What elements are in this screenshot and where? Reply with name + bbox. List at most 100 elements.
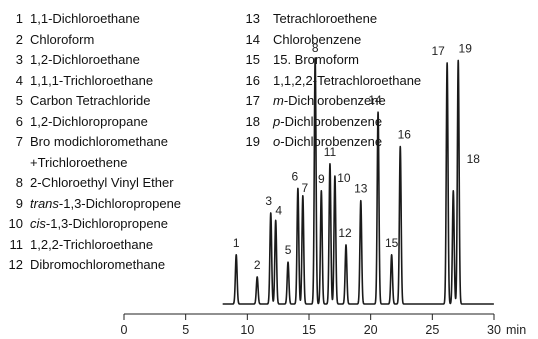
legend-compound-name: Dibromochloromethane: [30, 255, 165, 276]
legend-number: 14: [245, 31, 260, 47]
x-axis-tick-label: 0: [121, 323, 128, 337]
legend-compound-name: Tetrachloroethene: [273, 9, 377, 30]
peak-label: 12: [338, 226, 352, 240]
legend-item: 1 1,1-Dichloroethane: [5, 9, 181, 30]
legend-compound-name: Chlorobenzene: [273, 30, 361, 51]
legend-name-part: -Dichlorobenzene: [283, 93, 386, 108]
legend-item: 4 1,1,1-Trichloroethane: [5, 71, 181, 92]
legend-name-part: 1,1,1-Trichloroethane: [30, 72, 154, 88]
legend-number: 7: [15, 134, 23, 149]
legend-number: 1: [15, 11, 23, 26]
x-axis-tick-label: 10: [240, 323, 254, 337]
peak-label: 15: [385, 236, 399, 250]
legend-compound-name: 2-Chloroethyl Vinyl Ether: [30, 173, 174, 194]
legend-item: 8 2-Chloroethyl Vinyl Ether: [5, 173, 181, 194]
legend-name-part: p: [273, 113, 281, 129]
legend-compound-name: Bro modichloromethane: [30, 132, 168, 153]
legend-name-part: -Dichlorobenzene: [280, 134, 383, 149]
legend-compound-name: trans-1,3-Dichloropropene: [30, 194, 181, 215]
peak-label: 19: [459, 41, 473, 55]
legend-item: 9 trans-1,3-Dichloropropene: [5, 194, 181, 215]
legend-name-part: 1,2-Dichloroethane: [30, 52, 140, 67]
x-axis-tick-label: 25: [425, 323, 439, 337]
legend-name-part: 1,1-Dichloroethane: [30, 11, 140, 26]
legend-compound-name: 1,2-Dichloroethane: [30, 50, 140, 71]
peak-label: 8: [312, 41, 319, 55]
legend-compound-name: +Trichloroethene: [30, 153, 127, 174]
legend-number: 6: [15, 113, 23, 129]
legend-number: 15: [245, 52, 260, 67]
legend-number: 5: [15, 93, 23, 108]
legend-name-part: Chlorobenzene: [273, 31, 362, 47]
legend-compound-name: 1,1,2,2-Tetrachloroethane: [273, 71, 421, 92]
legend-column-left: 1 1,1-Dichloroethane 2 Chloroform 3 1,2-Dichl…: [5, 9, 182, 276]
peak-label: 6: [292, 169, 299, 183]
legend-compound-name: Chloroform: [30, 30, 94, 51]
legend-name-part: -Dichlorobenzene: [280, 113, 383, 129]
legend-name-part: trans: [30, 195, 59, 211]
legend-compound-name: p-Dichlorobenzene: [273, 112, 382, 133]
peak-label: 16: [398, 128, 412, 142]
legend-name-part: Dibromochloromethane: [30, 257, 166, 272]
legend-name-part: o: [273, 134, 281, 149]
legend-item: 10 cis-1,3-Dichloropropene: [5, 214, 181, 235]
legend-item: 16 1,1,2,2-Tetrachloroethane: [245, 71, 422, 92]
legend-number: 13: [245, 11, 260, 26]
peak-label: 10: [337, 171, 351, 185]
legend-name-part: 1,2,2-Trichloroethane: [30, 236, 154, 252]
peak-label: 5: [285, 243, 292, 257]
legend-number: 19: [245, 134, 260, 149]
legend-name-part: cis: [30, 216, 46, 231]
legend-compound-name: Carbon Tetrachloride: [30, 91, 150, 112]
legend-name-part: -1,3-Dichloropropene: [58, 195, 182, 211]
legend-number: 9: [15, 195, 23, 211]
legend-compound-name: o-Dichlorobenzene: [273, 132, 382, 153]
peak-label: 1: [233, 236, 240, 250]
legend-name-part: 1,1,2,2-Tetrachloroethane: [273, 72, 422, 88]
legend-number: 2: [15, 31, 23, 47]
legend-number: 3: [15, 52, 23, 67]
legend-item: 13 Tetrachloroethene: [245, 9, 421, 30]
chromatogram-trace: [221, 57, 495, 305]
peak-label: 14: [368, 93, 382, 107]
x-axis-tick-label: 30: [487, 323, 501, 337]
legend-number: 4: [15, 72, 23, 88]
legend-number: 16: [245, 72, 260, 88]
legend-name-part: Chloroform: [30, 31, 95, 47]
legend-item: +Trichloroethene: [5, 153, 181, 174]
peak-label: 7: [301, 181, 308, 195]
legend-item: 18 p-Dichlorobenzene: [245, 112, 421, 133]
legend-number: 10: [8, 216, 23, 231]
peak-label: 13: [354, 182, 368, 196]
legend-item: 2 Chloroform: [5, 30, 181, 51]
legend-number: 11: [9, 236, 24, 252]
legend-item: 5 Carbon Tetrachloride: [5, 91, 181, 112]
legend-item: 3 1,2-Dichloroethane: [5, 50, 181, 71]
legend-item: 11 1,2,2-Trichloroethane: [5, 235, 181, 256]
legend-number: 18: [245, 113, 260, 129]
peak-label: 2: [254, 258, 261, 272]
legend-name-part: Carbon Tetrachloride: [30, 93, 151, 108]
legend-compound-name: 1,2,2-Trichloroethane: [30, 235, 153, 256]
legend-compound-name: m-Dichlorobenzene: [273, 91, 386, 112]
x-axis-tick-label: 20: [364, 323, 378, 337]
legend-compound-name: cis-1,3-Dichloropropene: [30, 214, 168, 235]
peak-label: 4: [275, 203, 282, 217]
legend-number: 8: [15, 175, 23, 190]
x-axis-tick-label: 5: [182, 323, 189, 337]
x-axis-unit-label: min: [506, 323, 526, 337]
legend-item: 19 o-Dichlorobenzene: [245, 132, 421, 153]
legend-compound-name: 1,1,1-Trichloroethane: [30, 71, 153, 92]
legend-item: 14 Chlorobenzene: [245, 30, 421, 51]
legend-name-part: -1,3-Dichloropropene: [45, 216, 169, 231]
legend-name-part: Bro modichloromethane: [30, 134, 169, 149]
peak-label: 18: [467, 152, 481, 166]
legend-name-part: m: [273, 93, 284, 108]
legend-name-part: Tetrachloroethene: [273, 11, 378, 26]
legend-name-part: 2-Chloroethyl Vinyl Ether: [30, 175, 174, 190]
